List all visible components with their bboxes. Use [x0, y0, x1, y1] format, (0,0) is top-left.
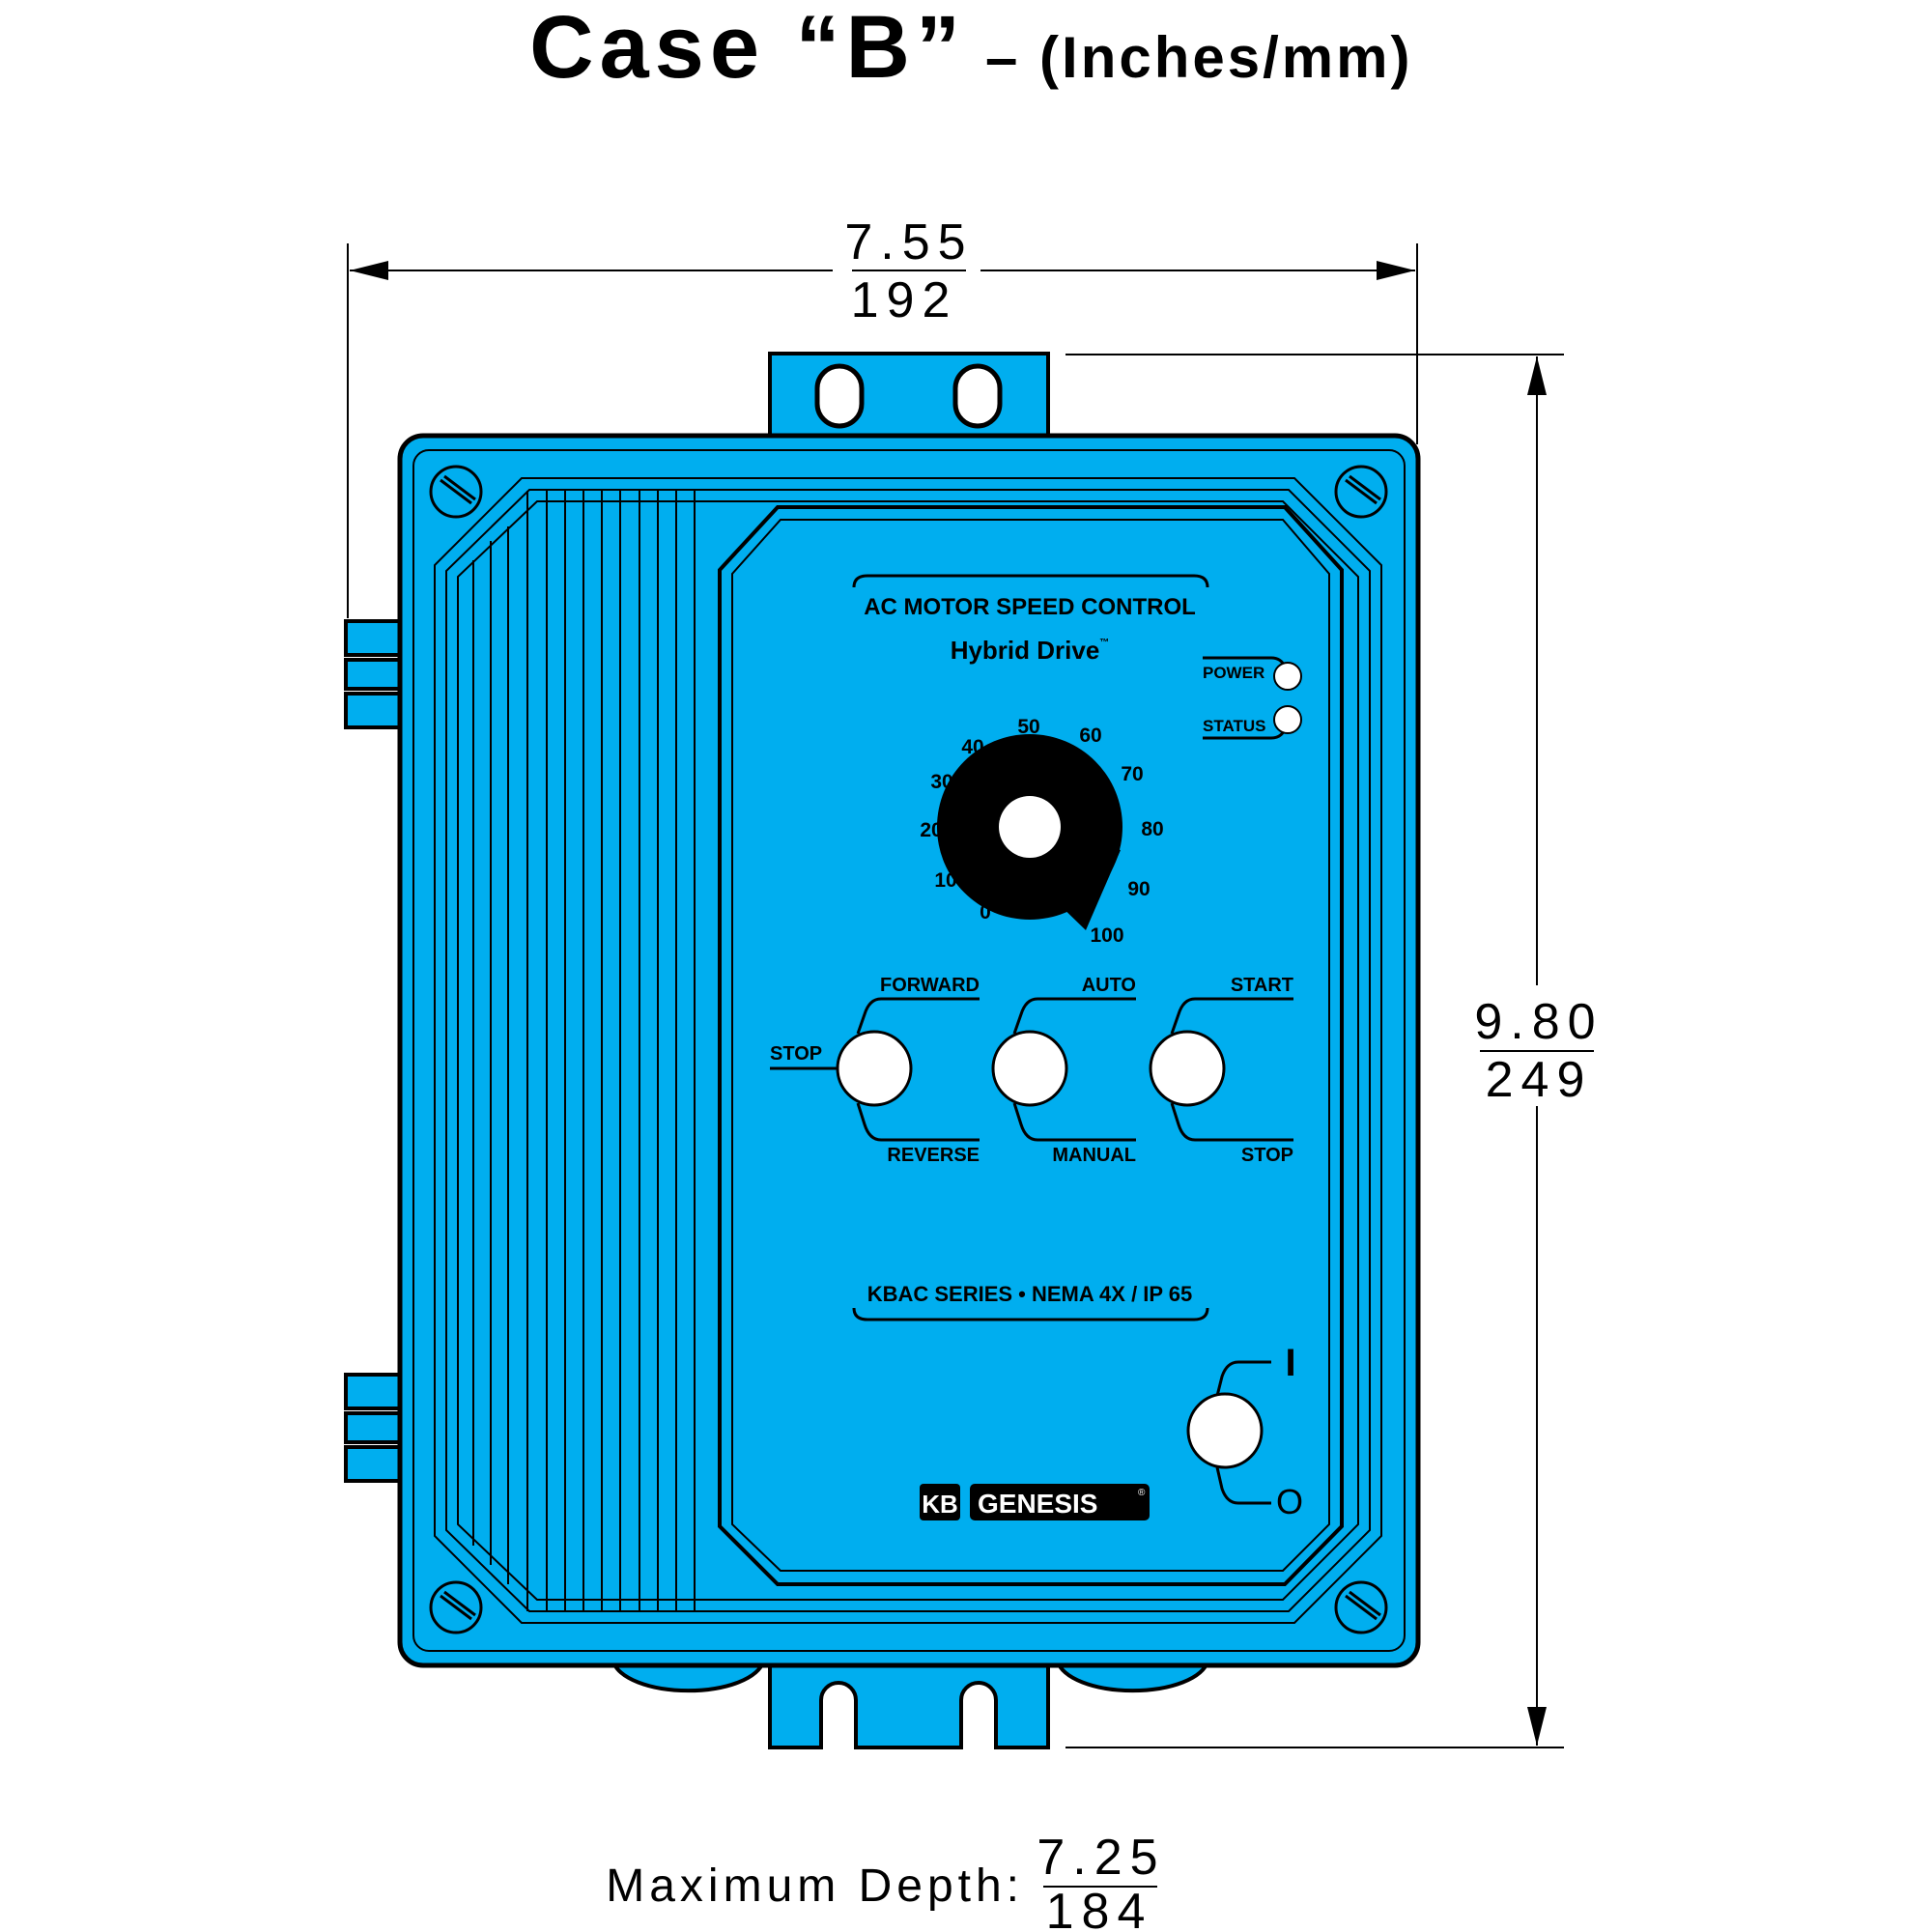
depth-inches: 7.25 [1037, 1830, 1165, 1886]
dial-label-60: 60 [1079, 724, 1101, 747]
page-title: Case “B” [529, 0, 966, 97]
label-auto: AUTO [1082, 975, 1136, 996]
page-title-units: – (Inches/mm) [985, 25, 1412, 90]
height-inches: 9.80 [1474, 994, 1603, 1050]
width-mm: 192 [851, 272, 958, 328]
dial-label-0: 0 [980, 901, 991, 923]
power-off-symbol: O [1276, 1482, 1303, 1521]
kb-genesis-logo: KB GENESIS ® [920, 1484, 1150, 1520]
label-reverse: REVERSE [887, 1145, 980, 1166]
series-bracket [852, 1307, 1209, 1321]
label-forward: FORWARD [880, 975, 980, 996]
panel-heading: AC MOTOR SPEED CONTROL [864, 594, 1196, 620]
label-start: START [1231, 975, 1293, 996]
height-dimension [1065, 354, 1594, 1748]
svg-text:®: ® [1138, 1488, 1146, 1498]
status-led [1273, 705, 1302, 734]
svg-text:GENESIS: GENESIS [978, 1489, 1097, 1519]
corner-screws [429, 465, 1388, 1634]
dial-label-90: 90 [1127, 878, 1150, 900]
dial-label-10: 10 [934, 869, 956, 892]
heading-bracket [852, 574, 1209, 588]
label-stop: STOP [1241, 1145, 1293, 1166]
power-switch[interactable] [1186, 1392, 1264, 1469]
bottom-mounting-tab [611, 1660, 1210, 1749]
dial-label-30: 30 [930, 771, 952, 793]
dial-label-50: 50 [1017, 716, 1039, 738]
front-panel-inner [731, 519, 1330, 1572]
dial-label-100: 100 [1090, 924, 1123, 947]
power-on-symbol: I [1285, 1342, 1295, 1384]
status-led-label: STATUS [1203, 717, 1265, 735]
dial-label-70: 70 [1121, 763, 1143, 785]
direction-switch[interactable] [836, 1030, 913, 1107]
height-mm: 249 [1486, 1052, 1593, 1108]
series-label: KBAC SERIES • NEMA 4X / IP 65 [867, 1282, 1193, 1306]
dial-label-80: 80 [1141, 818, 1163, 840]
label-manual: MANUAL [1052, 1145, 1136, 1166]
power-led [1273, 662, 1302, 691]
svg-text:KB: KB [922, 1490, 958, 1519]
width-inches: 7.55 [844, 214, 973, 270]
dial-label-40: 40 [961, 736, 983, 758]
speed-dial[interactable] [937, 734, 1122, 930]
depth-mm: 184 [1046, 1884, 1153, 1932]
label-stop-left: STOP [770, 1043, 822, 1065]
mode-switch[interactable] [991, 1030, 1068, 1107]
speed-dial-knob[interactable] [999, 796, 1061, 858]
switch-brackets [770, 997, 1293, 1142]
run-switch[interactable] [1149, 1030, 1226, 1107]
top-mounting-tab [768, 352, 1050, 442]
product-name: Hybrid Drive™ [951, 636, 1110, 665]
power-switch-bracket [1215, 1360, 1271, 1505]
power-led-label: POWER [1203, 664, 1264, 682]
width-dimension [347, 243, 1418, 618]
dial-label-20: 20 [920, 819, 942, 841]
depth-label: Maximum Depth: [606, 1861, 1024, 1912]
